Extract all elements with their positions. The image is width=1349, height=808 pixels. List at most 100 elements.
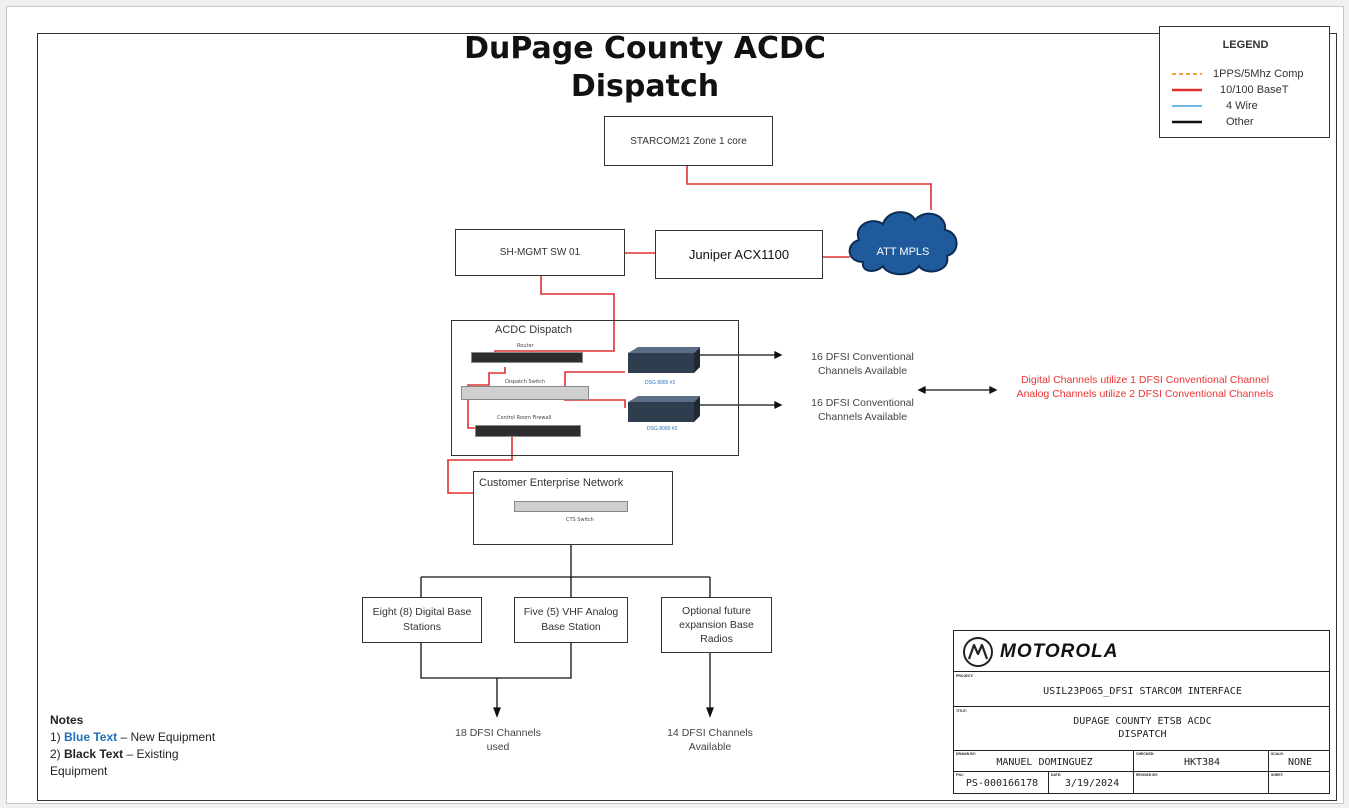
tb-brand-cell: MOTOROLA	[953, 630, 1330, 672]
note-2: 2) Black Text – Existing	[50, 746, 280, 763]
tb-drawn-by: MANUEL DOMINGUEZ	[996, 757, 1093, 768]
juniper-label: Juniper ACX1100	[688, 247, 790, 262]
dfsi-channels-2: 16 DFSI Conventional Channels Available	[811, 397, 914, 423]
tb-checked-label: CHECKED:	[1136, 752, 1155, 756]
tb-drawn-label: DRAWN BY:	[956, 752, 976, 756]
customer-enterprise-network: Customer Enterprise Network CTS Switch	[473, 471, 673, 545]
tb-sheet-label: SHEET:	[1271, 773, 1284, 777]
router-label: Router	[517, 343, 534, 349]
tb-date-label: DATE:	[1051, 773, 1062, 777]
legend-heading: LEGEND	[1222, 39, 1269, 51]
title-block: MOTOROLA PROJECT: USIL23PO65_DFSI STARCO…	[953, 630, 1330, 794]
cen-label: Customer Enterprise Network	[479, 477, 624, 489]
note-1-rest: – New Equipment	[117, 730, 216, 744]
title-line-1: DuPage County ACDC	[464, 31, 826, 66]
starcom-core-node: STARCOM21 Zone 1 core	[604, 116, 773, 166]
note-2-bold: Black Text	[64, 747, 124, 761]
acdc-dispatch-group: ACDC Dispatch	[451, 320, 739, 456]
legend-swatches	[1172, 73, 1202, 124]
note-analog: Analog Channels utilize 2 DFSI Conventio…	[1016, 388, 1274, 400]
tb-title-label: TITLE:	[956, 709, 967, 713]
arrow-dsg1	[774, 350, 783, 360]
arrow-bi-left	[917, 385, 926, 395]
arrow-dsg2	[774, 400, 783, 410]
dsg1-device	[628, 347, 700, 373]
tb-scale: NONE	[1287, 757, 1313, 768]
arrow-used	[493, 707, 501, 718]
tb-date: 3/19/2024	[1064, 778, 1120, 789]
vhf-base-station: Five (5) VHF Analog Base Station	[514, 597, 628, 643]
notes-heading: Notes	[50, 713, 84, 727]
motorola-brand: MOTOROLA	[1000, 641, 1119, 662]
cts-switch-label: CTS Switch	[566, 517, 594, 523]
digital-base-stations: Eight (8) Digital Base Stations	[362, 597, 482, 643]
cts-switch-device	[514, 501, 628, 512]
cloud-label: ATT MPLS	[877, 246, 930, 258]
dispatch-switch-label: Dispatch Switch	[505, 379, 546, 385]
tb-revised-cell: REVISED BY:	[1133, 771, 1269, 794]
tb-checked-cell: CHECKED: HKT384	[1133, 750, 1269, 772]
note-2-cont: Equipment	[50, 764, 108, 778]
tb-title-1: DUPAGE COUNTY ETSB ACDC	[1073, 716, 1212, 727]
tb-project-label: PROJECT:	[956, 674, 974, 678]
tb-checked: HKT384	[1183, 757, 1221, 768]
vhf-label: Five (5) VHF Analog Base Station	[523, 606, 619, 633]
arrow-bi-right	[989, 385, 998, 395]
dsg1-label: DSG 8000 #1	[645, 380, 676, 386]
dispatch-switch-device	[461, 386, 589, 400]
notes-section: Notes 1) Blue Text – New Equipment 2) Bl…	[50, 712, 280, 780]
dfsi-channels-1: 16 DFSI Conventional Channels Available	[811, 351, 914, 377]
motorola-logo-icon	[963, 637, 993, 667]
link-switch-firewall	[467, 396, 475, 429]
router-device	[471, 352, 583, 363]
channel-usage-note: Digital Channels utilize 1 DFSI Conventi…	[1000, 373, 1290, 401]
firewall-device	[475, 425, 581, 437]
dfsi-channels-used: 18 DFSI Channels used	[455, 727, 541, 753]
link-merge-used	[420, 643, 572, 679]
note-2-prefix: 2)	[50, 747, 65, 761]
tb-title-2: DISPATCH	[1118, 729, 1167, 740]
tb-drawn-cell: DRAWN BY: MANUEL DOMINGUEZ	[953, 750, 1134, 772]
optional-base-radios: Optional future expansion Base Radios	[661, 597, 772, 653]
drawing-frame	[37, 33, 1337, 801]
link-firewall-cen	[447, 435, 515, 494]
dsg2-label: DSG 8000 #2	[647, 426, 678, 432]
tb-revised-label: REVISED BY:	[1136, 773, 1159, 777]
legend-label-basetx: 10/100 BaseT	[1220, 84, 1289, 96]
juniper-node: Juniper ACX1100	[655, 230, 823, 279]
firewall-label: Control Room Firewall	[497, 415, 552, 421]
tb-scale-cell: SCALE: NONE	[1268, 750, 1330, 772]
tb-doc-no: PS-000166178	[965, 778, 1039, 789]
note-1: 1) Blue Text – New Equipment	[50, 729, 280, 746]
tb-date-cell: DATE: 3/19/2024	[1048, 771, 1134, 794]
tb-project-cell: PROJECT: USIL23PO65_DFSI STARCOM INTERFA…	[953, 671, 1330, 707]
tb-project: USIL23PO65_DFSI STARCOM INTERFACE	[1043, 686, 1242, 697]
tb-title-cell: TITLE: DUPAGE COUNTY ETSB ACDC DISPATCH	[953, 706, 1330, 751]
legend-label-4wire: 4 Wire	[1226, 100, 1258, 112]
legend-label-pps: 1PPS/5Mhz Comp	[1213, 68, 1304, 80]
digital-label: Eight (8) Digital Base Stations	[372, 606, 472, 633]
acdc-label: ACDC Dispatch	[495, 324, 573, 336]
tb-doc-cell: PS#: PS-000166178	[953, 771, 1049, 794]
note-digital: Digital Channels utilize 1 DFSI Conventi…	[1020, 374, 1270, 386]
dsg2-device	[628, 396, 700, 422]
tb-scale-label: SCALE:	[1271, 752, 1285, 756]
cloud-shape	[848, 211, 958, 276]
note-1-blue: Blue Text	[64, 730, 118, 744]
dfsi-channels-available: 14 DFSI Channels Available	[667, 727, 753, 753]
legend: LEGEND 1PPS/5Mhz Comp 10/100 BaseT 4 Wir…	[1159, 26, 1330, 138]
att-mpls-cloud: ATT MPLS	[848, 211, 958, 276]
tb-ps-label: PS#:	[956, 773, 964, 777]
optional-label: Optional future expansion Base Radios	[679, 605, 754, 645]
arrow-available	[706, 707, 714, 718]
title-line-2: Dispatch	[570, 69, 720, 104]
mgmt-label: SH-MGMT SW 01	[499, 247, 581, 258]
starcom-label: STARCOM21 Zone 1 core	[630, 135, 747, 147]
note-2-rest: – Existing	[123, 747, 179, 761]
diagram-title: DuPage County ACDC Dispatch	[440, 30, 850, 106]
tb-sheet-cell: SHEET:	[1268, 771, 1330, 794]
link-starcom-cloud	[686, 165, 932, 210]
legend-label-other: Other	[1226, 116, 1254, 128]
mgmt-switch-node: SH-MGMT SW 01	[455, 229, 625, 276]
